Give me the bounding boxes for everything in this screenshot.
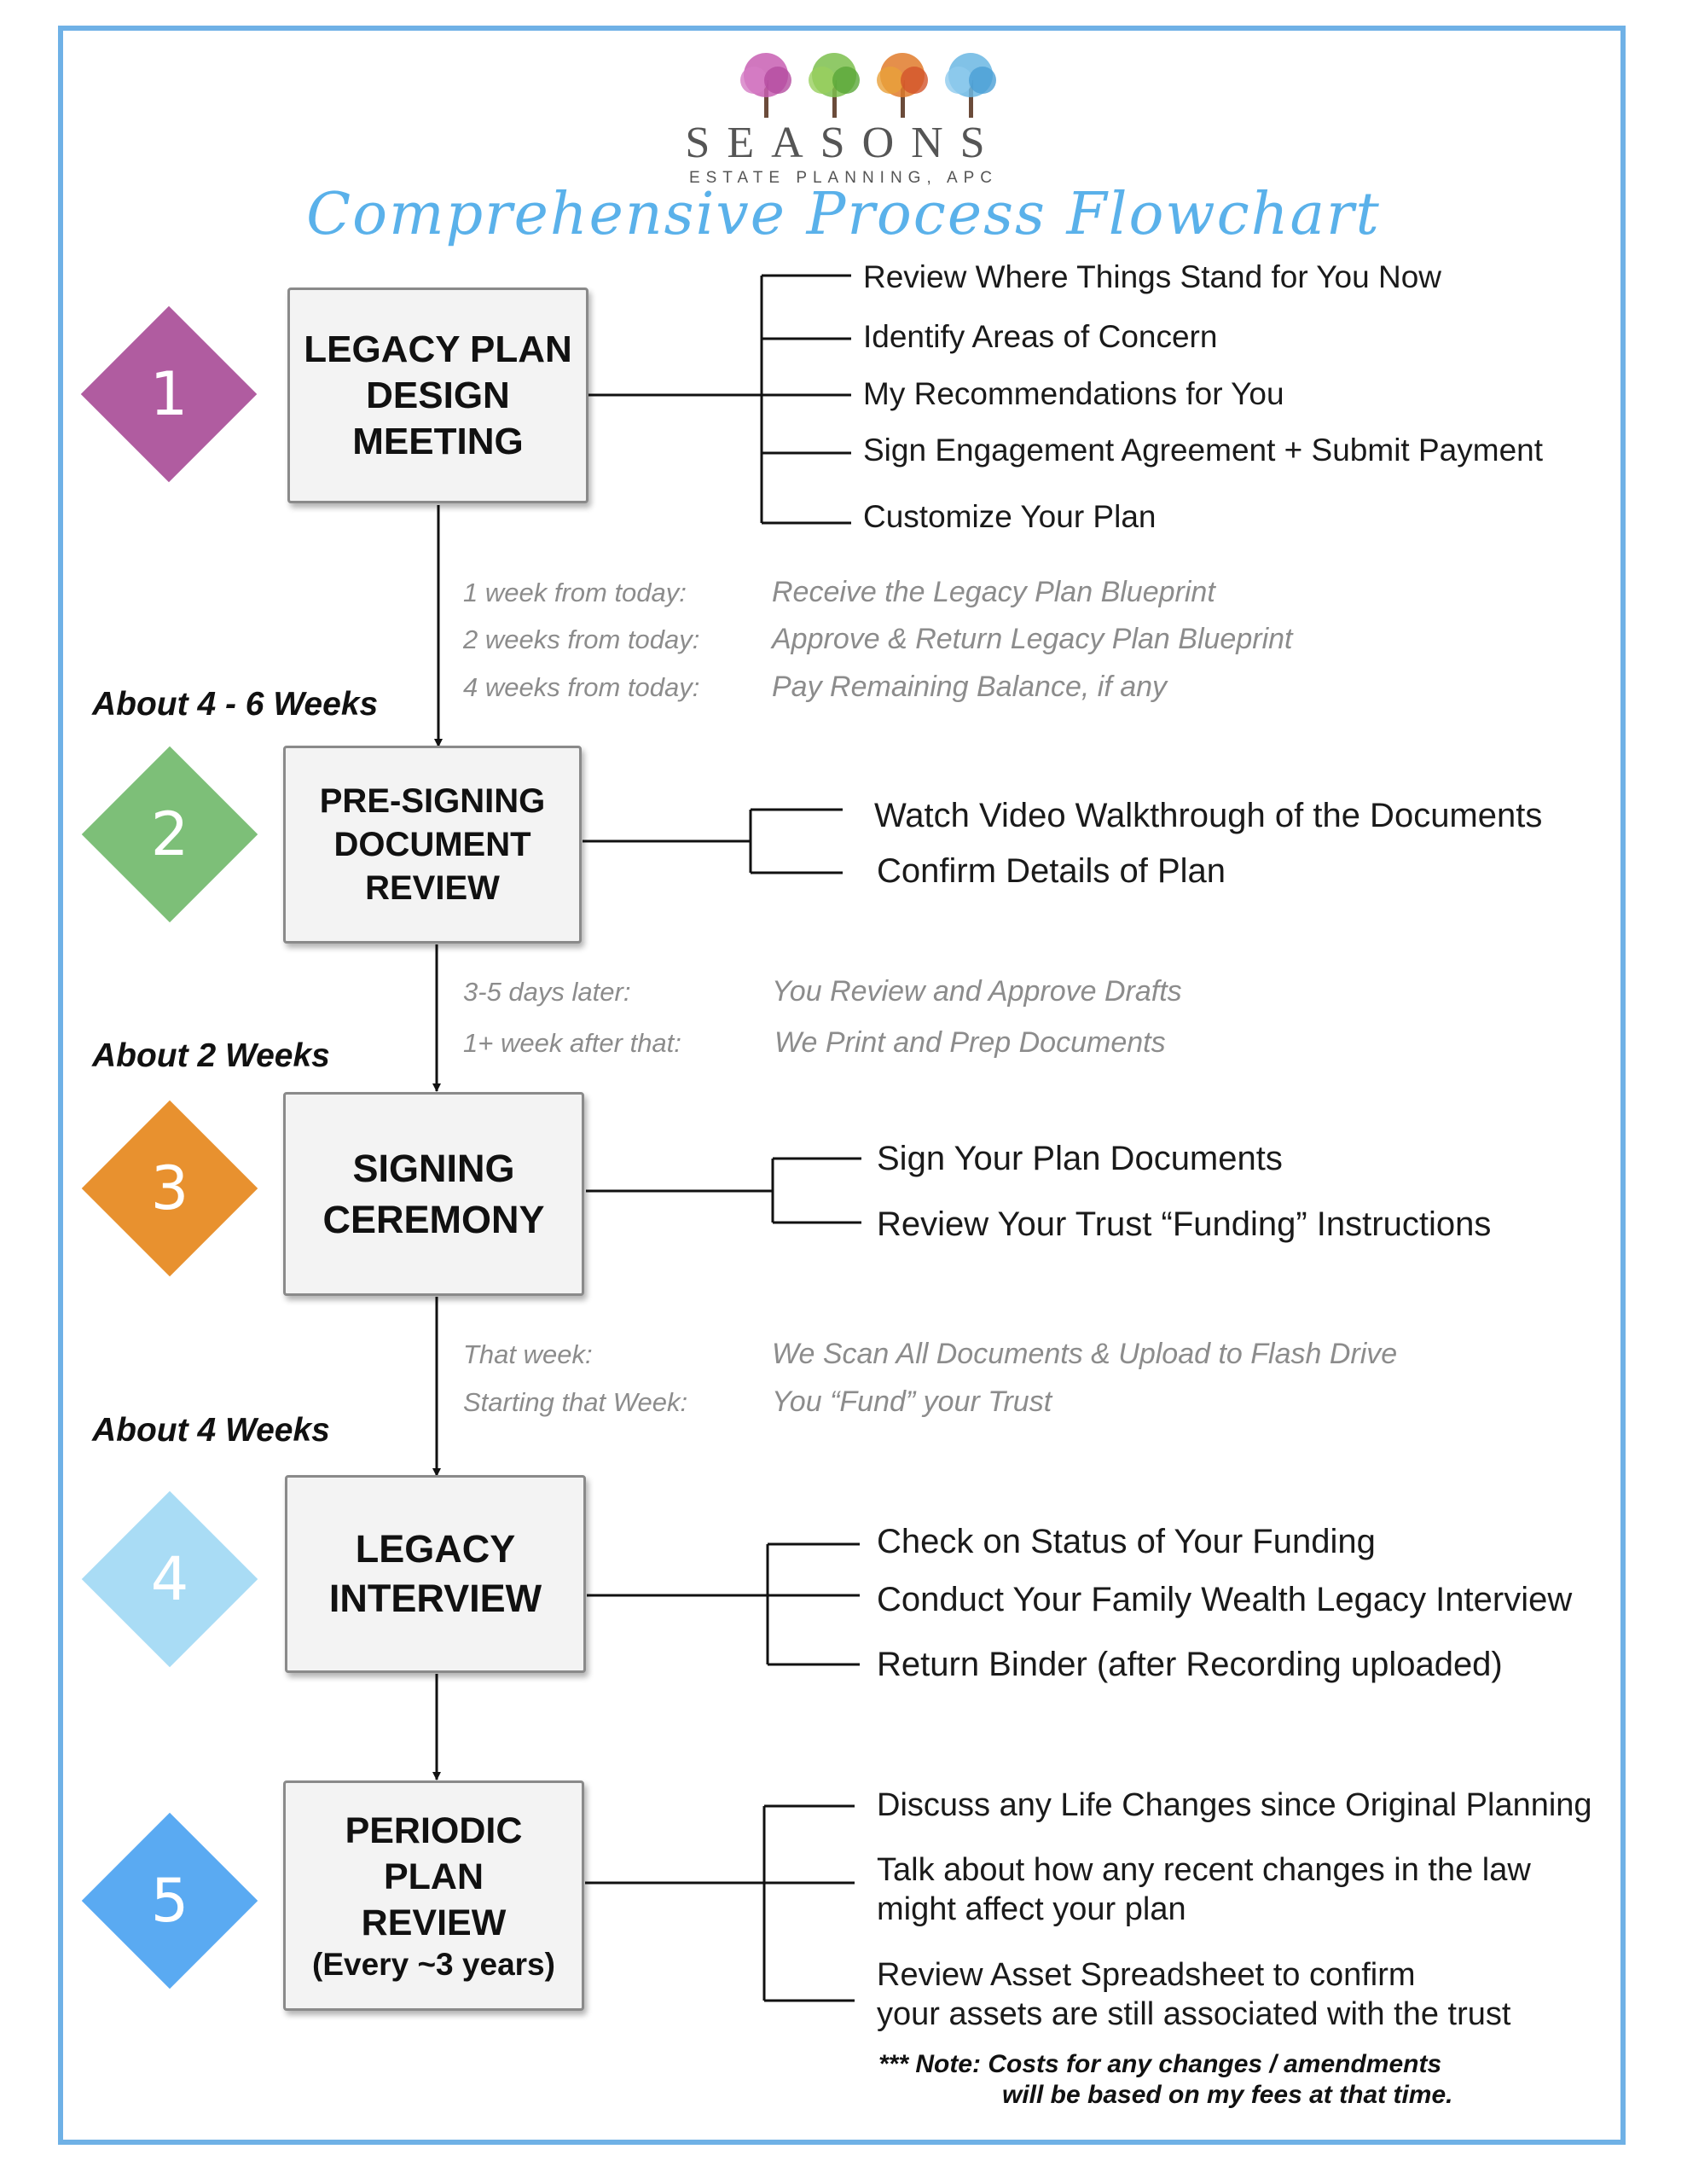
step-1-task: Review Where Things Stand for You Now: [863, 259, 1442, 294]
tree-summer-icon: [809, 53, 860, 118]
step-1-number: 1: [149, 359, 188, 429]
step-4-title-line: LEGACY: [355, 1527, 516, 1571]
step-2-title-line: REVIEW: [365, 868, 500, 907]
timing-milestone: You “Fund” your Trust: [772, 1385, 1052, 1418]
step-1-title-line: LEGACY PLAN: [304, 328, 572, 370]
timing-label: 3-5 days later:: [463, 977, 631, 1007]
bracket-step-1: [588, 274, 851, 525]
step-5-task-line: might affect your plan: [877, 1891, 1186, 1927]
timing-label: 2 weeks from today:: [463, 624, 700, 654]
step-3-task: Sign Your Plan Documents: [877, 1140, 1283, 1177]
step-5-task-line: your assets are still associated with th…: [877, 1996, 1511, 2032]
timing-milestone: Pay Remaining Balance, if any: [772, 671, 1168, 703]
timing-milestone: We Print and Prep Documents: [774, 1026, 1166, 1059]
timing-milestone: Approve & Return Legacy Plan Blueprint: [772, 623, 1293, 655]
step-1-title-line: MEETING: [352, 420, 524, 462]
duration-label: About 2 Weeks: [92, 1037, 330, 1074]
timing-label: 1+ week after that:: [463, 1028, 681, 1058]
step-3-number: 3: [150, 1153, 189, 1223]
step-2-box: PRE-SIGNING DOCUMENT REVIEW: [283, 746, 582, 944]
step-5-task: Discuss any Life Changes since Original …: [877, 1786, 1592, 1825]
step-4-box: LEGACY INTERVIEW: [285, 1475, 586, 1673]
step-3-title-line: CEREMONY: [322, 1197, 545, 1241]
cost-note-line: *** Note: Costs for any changes / amendm…: [878, 2050, 1442, 2078]
timing-label: 4 weeks from today:: [463, 672, 700, 702]
step-1-box: LEGACY PLAN DESIGN MEETING: [287, 288, 588, 503]
timing-label: That week:: [463, 1339, 593, 1369]
step-5-title-line: PERIODIC: [345, 1810, 523, 1851]
timing-milestone: You Review and Approve Drafts: [772, 975, 1182, 1008]
step-4-task: Check on Status of Your Funding: [877, 1523, 1376, 1560]
step-5-task-line: Review Asset Spreadsheet to confirm: [877, 1957, 1416, 1993]
timing-milestone: Receive the Legacy Plan Blueprint: [772, 576, 1215, 608]
step-5-title-line: PLAN: [383, 1856, 484, 1897]
step-5-title-line: REVIEW: [361, 1902, 507, 1943]
cost-note: *** Note: Costs for any changes / amendm…: [878, 2049, 1452, 2111]
step-1-task: Identify Areas of Concern: [863, 319, 1218, 354]
tree-spring-icon: [740, 53, 791, 118]
step-5-box: PERIODIC PLAN REVIEW (Every ~3 years): [283, 1780, 584, 2011]
step-1-task: Customize Your Plan: [863, 499, 1157, 534]
step-2-task: Confirm Details of Plan: [877, 852, 1226, 890]
step-2-title-line: DOCUMENT: [333, 825, 531, 863]
step-2-task: Watch Video Walkthrough of the Documents: [874, 797, 1543, 834]
step-4-task: Return Binder (after Recording uploaded): [877, 1646, 1503, 1683]
step-5-task-line: Discuss any Life Changes since Original …: [877, 1787, 1592, 1823]
page-title: Comprehensive Process Flowchart: [306, 181, 1381, 248]
bracket-step-3: [586, 1157, 861, 1224]
timing-milestone: We Scan All Documents & Upload to Flash …: [772, 1338, 1398, 1370]
bracket-step-2: [583, 808, 843, 874]
step-5-task-line: Talk about how any recent changes in the…: [877, 1852, 1531, 1888]
step-1-task: My Recommendations for You: [863, 376, 1284, 411]
step-4-task: Conduct Your Family Wealth Legacy Interv…: [877, 1581, 1573, 1618]
step-5-task: Talk about how any recent changes in the…: [877, 1850, 1531, 1929]
duration-label: About 4 Weeks: [92, 1412, 330, 1449]
duration-label: About 4 - 6 Weeks: [92, 686, 379, 723]
step-2-title-line: PRE-SIGNING: [319, 781, 546, 820]
brand-subtitle: ESTATE PLANNING, APC: [688, 169, 999, 187]
page-border: [58, 26, 1626, 2145]
step-2-number: 2: [150, 799, 189, 869]
seasons-logo-trees: [740, 53, 996, 118]
step-5-task: Review Asset Spreadsheet to confirm your…: [877, 1955, 1510, 2034]
timing-label: 1 week from today:: [463, 578, 687, 607]
step-3-title-line: SIGNING: [352, 1146, 515, 1190]
step-5-number: 5: [150, 1866, 189, 1936]
tree-winter-icon: [945, 53, 996, 118]
step-1-title-line: DESIGN: [366, 374, 510, 416]
timing-label: Starting that Week:: [463, 1387, 688, 1417]
cost-note-line: will be based on my fees at that time.: [1002, 2081, 1453, 2109]
step-3-task: Review Your Trust “Funding” Instructions: [877, 1205, 1492, 1243]
step-4-title-line: INTERVIEW: [328, 1577, 542, 1620]
step-3-box: SIGNING CEREMONY: [283, 1092, 584, 1296]
step-4-number: 4: [150, 1544, 189, 1614]
step-5-frequency: (Every ~3 years): [312, 1947, 555, 1982]
bracket-step-4: [587, 1542, 860, 1666]
step-1-task: Sign Engagement Agreement + Submit Payme…: [863, 433, 1543, 468]
brand-name: SEASONS: [685, 119, 1002, 167]
bracket-step-5: [585, 1804, 855, 2002]
tree-autumn-icon: [877, 53, 928, 118]
